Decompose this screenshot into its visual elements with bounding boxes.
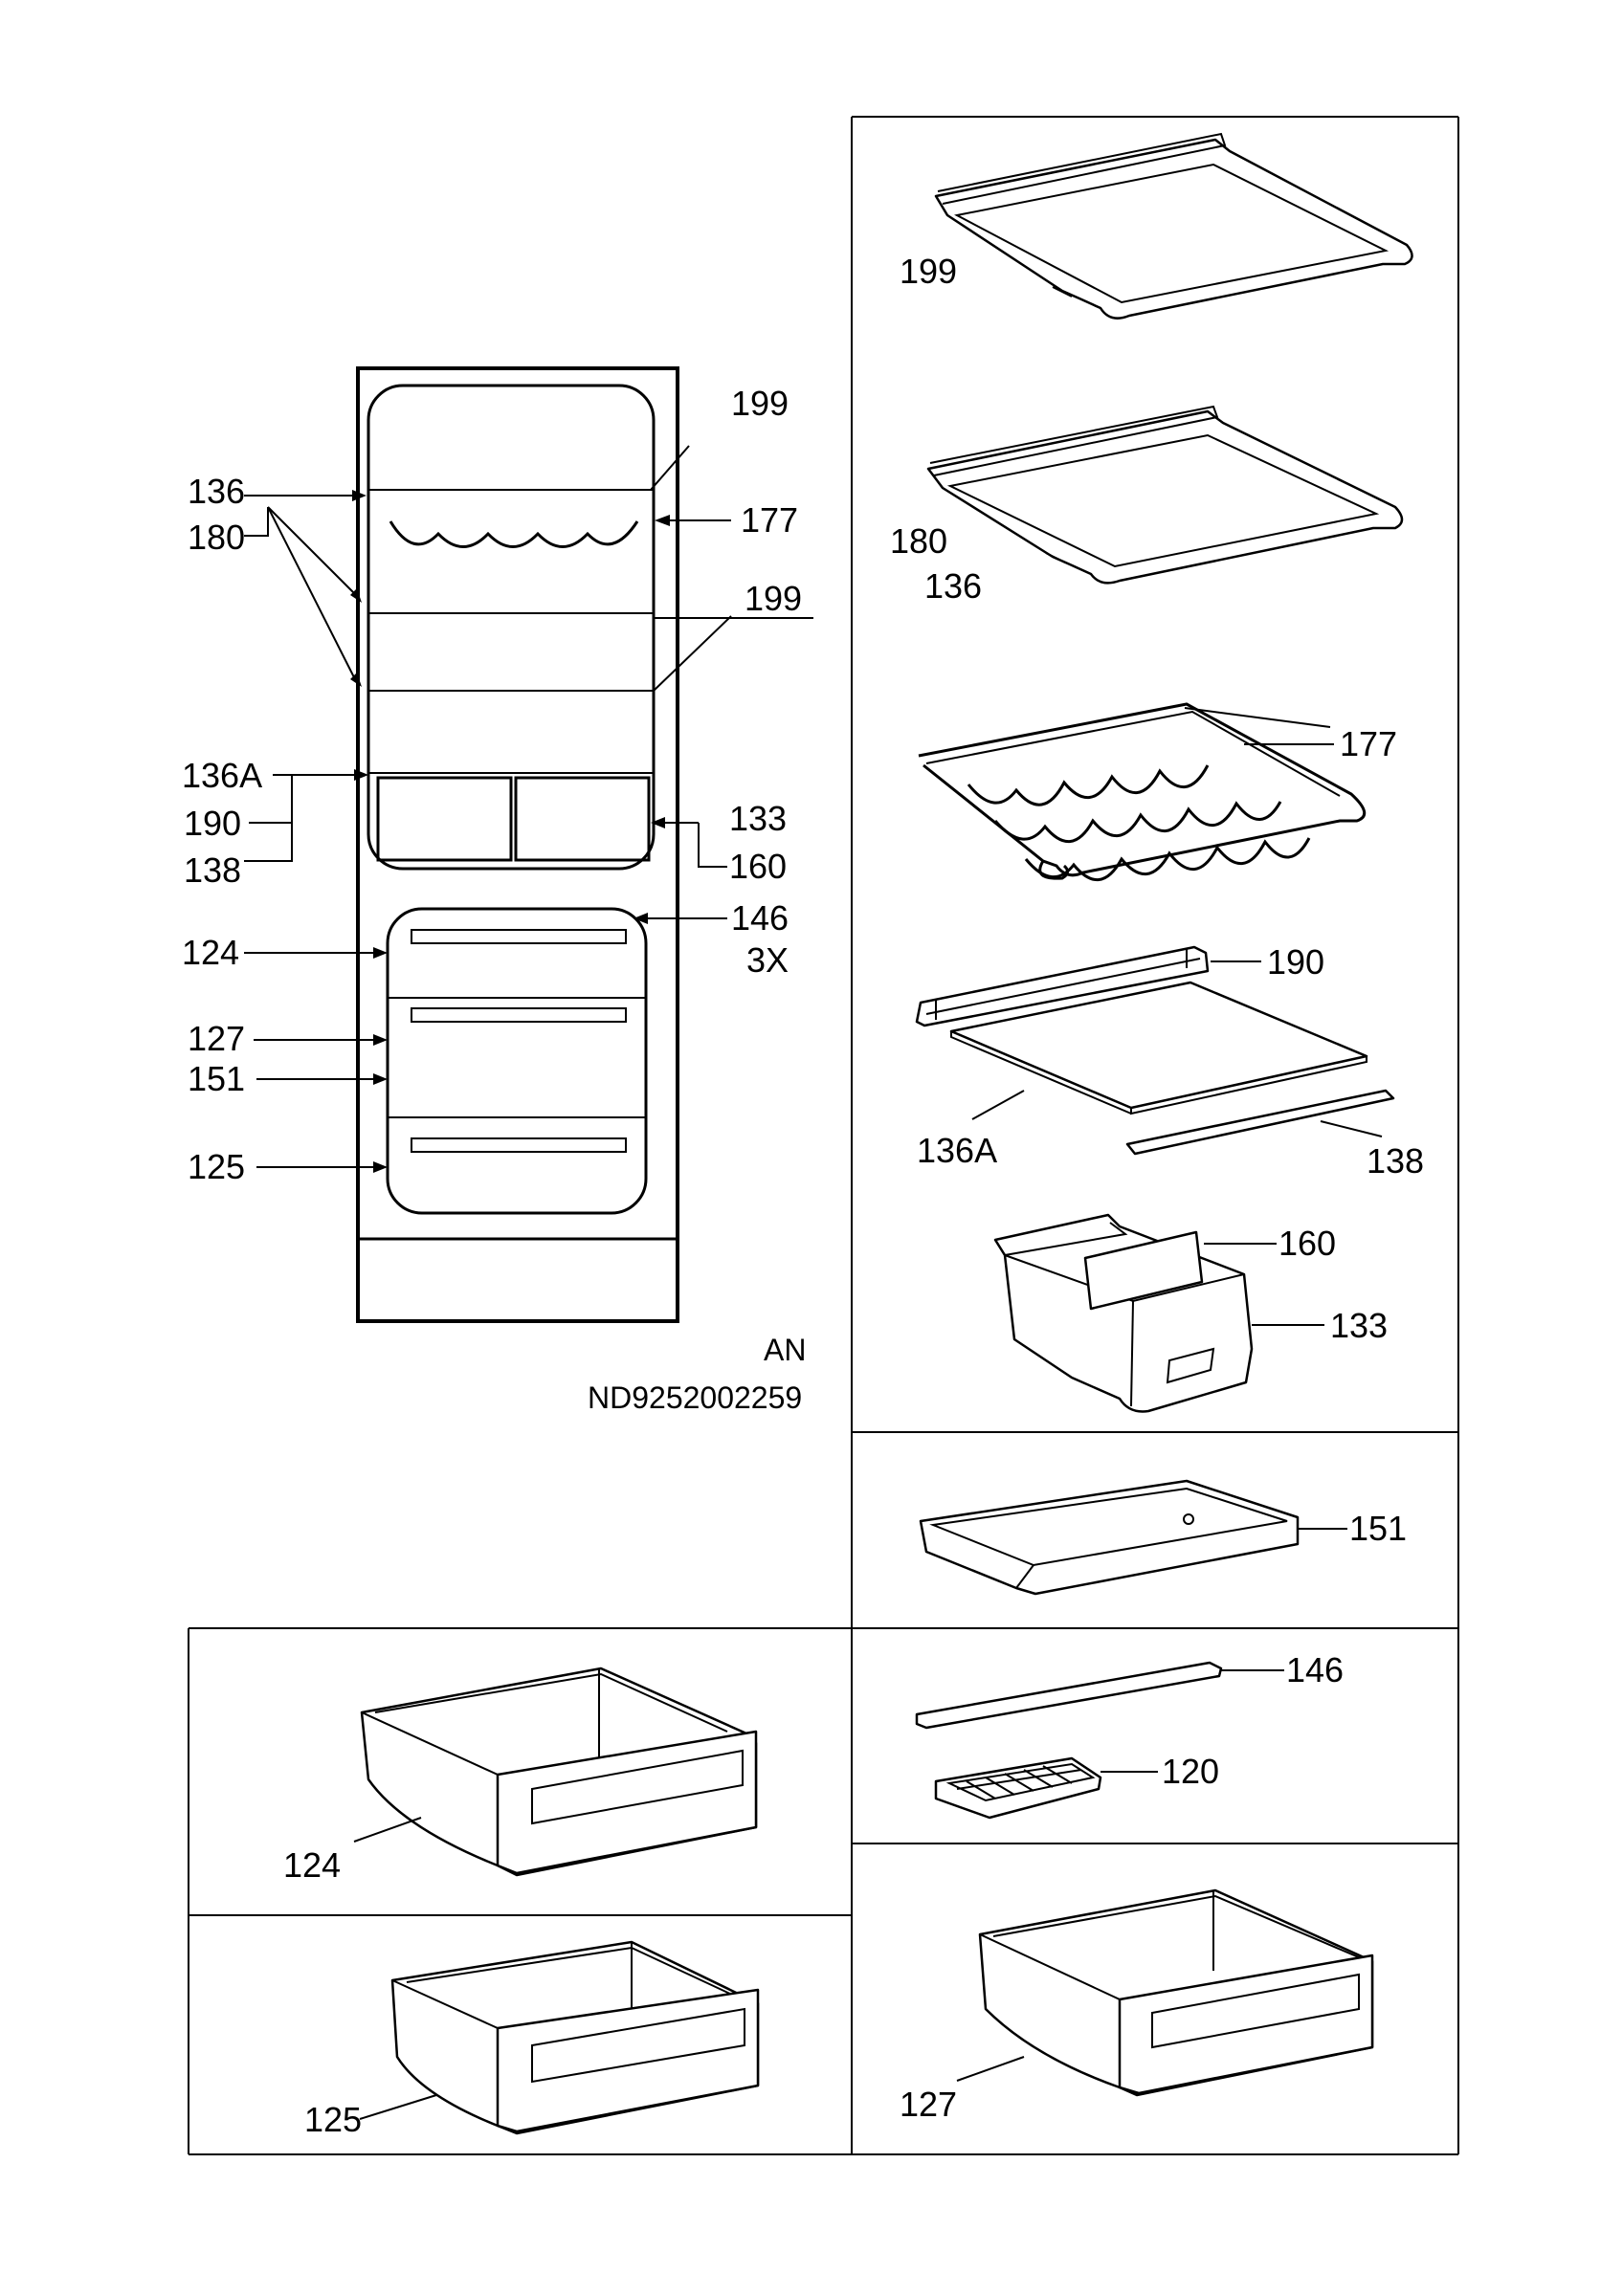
part-180-136-shelf: 180 136	[890, 405, 1404, 606]
label-151: 151	[188, 1059, 245, 1098]
label-part-151: 151	[1349, 1509, 1407, 1548]
label-part-133: 133	[1330, 1306, 1388, 1345]
part-199-shelf: 199	[900, 132, 1413, 320]
part-190-136A-138-shelf-set: 190 136A 138	[915, 942, 1424, 1181]
label-133: 133	[729, 799, 787, 838]
label-199-top: 199	[731, 384, 789, 423]
label-part-146: 146	[1286, 1650, 1344, 1689]
label-199-mid: 199	[745, 579, 802, 618]
label-136: 136	[188, 472, 245, 511]
part-177-wine-rack: 177	[918, 702, 1397, 882]
label-part-180: 180	[890, 521, 947, 561]
part-127-drawer: 127	[900, 1888, 1374, 2124]
label-part-136: 136	[924, 566, 982, 606]
label-136A: 136A	[182, 756, 262, 795]
label-part-127: 127	[900, 2085, 957, 2124]
part-number: ND9252002259	[588, 1380, 802, 1415]
label-part-124: 124	[283, 1845, 341, 1885]
label-160: 160	[729, 847, 787, 886]
label-part-125: 125	[304, 2100, 362, 2139]
part-160-133-box: 160 133	[993, 1213, 1388, 1413]
fridge-overview	[356, 366, 679, 1323]
panel-frame	[188, 116, 1459, 2155]
label-124: 124	[182, 933, 239, 972]
label-part-136A: 136A	[917, 1131, 997, 1170]
part-120-ice-tray: 120	[934, 1752, 1219, 1820]
label-3x: 3X	[746, 940, 789, 980]
label-138: 138	[184, 850, 241, 890]
label-180: 180	[188, 518, 245, 557]
label-190: 190	[184, 804, 241, 843]
label-part-138: 138	[1367, 1141, 1424, 1181]
part-124-drawer: 124	[283, 1667, 758, 1885]
model-code: AN	[764, 1333, 806, 1367]
label-127: 127	[188, 1019, 245, 1058]
overview-leader-lines	[244, 445, 813, 1173]
label-part-190: 190	[1267, 942, 1324, 982]
part-125-drawer: 125	[304, 1940, 760, 2139]
label-146: 146	[731, 898, 789, 938]
overview-labels: 136 180 199 177 199 136A 190 138 133 160…	[182, 384, 806, 1415]
label-125: 125	[188, 1147, 245, 1186]
label-177: 177	[741, 500, 798, 540]
label-part-160: 160	[1278, 1224, 1336, 1263]
label-part-120: 120	[1162, 1752, 1219, 1791]
label-part-199: 199	[900, 252, 957, 291]
label-part-177: 177	[1340, 724, 1397, 763]
part-146-rail: 146	[915, 1650, 1344, 1730]
part-151-tray: 151	[919, 1479, 1407, 1596]
